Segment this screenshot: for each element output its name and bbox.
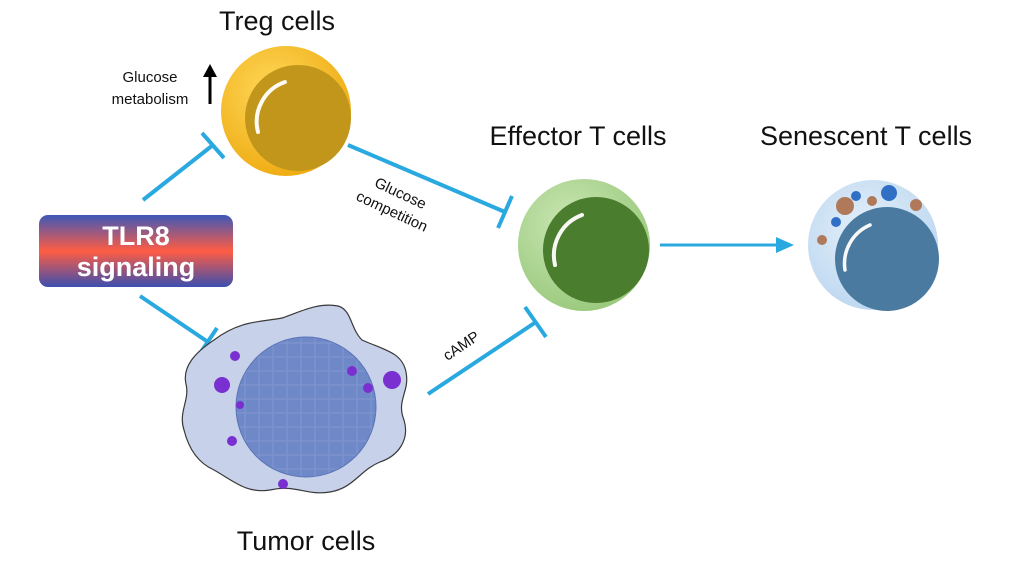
senescent-t-cell — [808, 180, 939, 311]
treg-cells-title: Treg cells — [219, 6, 335, 36]
senescent-nucleus — [835, 207, 939, 311]
tlr8-to-treg-line — [141, 143, 215, 202]
tumor-nucleus — [235, 336, 377, 478]
treg-to-effector-line — [347, 143, 506, 214]
senescent-t-cells-title: Senescent T cells — [760, 121, 972, 151]
effector-t-cell — [518, 179, 650, 311]
camp-label: cAMP — [440, 328, 483, 364]
arrowhead-icon — [776, 237, 794, 253]
effector-t-cells-title: Effector T cells — [489, 121, 666, 151]
up-arrow-icon — [203, 64, 217, 104]
tlr8-to-tumor-line — [138, 294, 210, 344]
tumor-cell — [181, 304, 408, 494]
effector-nucleus — [543, 197, 649, 303]
tlr8-label-line1: TLR8 — [102, 221, 170, 251]
tlr8-label-line2: signaling — [77, 252, 196, 282]
glucose-metabolism-label-line2: metabolism — [112, 91, 189, 108]
treg-nucleus — [245, 65, 351, 171]
tumor-to-effector-line — [426, 320, 538, 396]
tumor-to-effector-bar — [523, 305, 548, 339]
tlr8-signaling-box: TLR8 signaling — [39, 215, 233, 287]
treg-to-effector-bar — [496, 195, 514, 229]
treg-cell — [221, 46, 351, 176]
effector-to-senescent-arrow — [660, 237, 794, 253]
tumor-granules — [214, 351, 401, 489]
glucose-metabolism-label-line1: Glucose — [122, 69, 177, 86]
tlr8-to-treg-bar — [200, 131, 226, 160]
inhibition-lines — [138, 131, 548, 396]
tumor-cells-title: Tumor cells — [237, 526, 376, 556]
senescent-granules — [817, 185, 922, 245]
